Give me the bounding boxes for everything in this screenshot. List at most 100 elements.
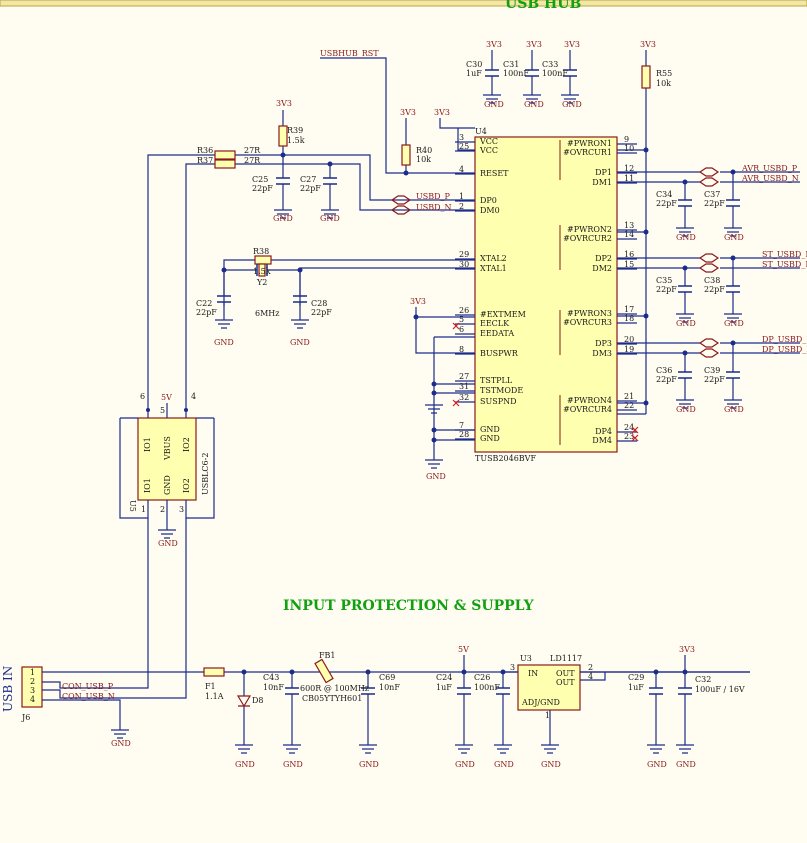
r36-ref: R36 [197, 146, 213, 155]
gnd-label: GND [484, 100, 504, 109]
net-dp-p: DP_USBD_P [762, 335, 807, 344]
pwr-3v3: 3V3 [400, 108, 416, 117]
u3-ref: U3 [520, 654, 532, 663]
u4-pin-number: 5 [459, 315, 464, 324]
c31-val: 100nF [503, 69, 529, 78]
u5-io1-top: IO1 [143, 437, 152, 452]
y2-ref: Y2 [256, 278, 267, 287]
pwr-3v3: 3V3 [410, 297, 426, 306]
c69-ref: C69 [379, 673, 395, 682]
u5-pin1: 1 [141, 505, 146, 514]
u4-pin-name: #EXTMEM [480, 310, 526, 319]
c39-val: 22pF [704, 375, 725, 384]
j6-pin-number: 4 [30, 695, 35, 704]
u4-pin-number: 30 [459, 260, 469, 269]
u4-pin-name: TSTPLL [480, 376, 513, 385]
u3-part: LD1117 [550, 654, 582, 663]
u4-pin-number: 23 [624, 432, 634, 441]
u4-pin-number: 8 [459, 345, 464, 354]
gnd-label: GND [214, 338, 234, 347]
r55-ref: R55 [656, 69, 672, 78]
c26-ref: C26 [474, 673, 490, 682]
u4-pin-number: 20 [624, 335, 634, 344]
u4-pin-number: 3 [459, 133, 464, 142]
r55-val: 10k [656, 79, 671, 88]
u4-pin-name: SUSPND [480, 397, 517, 406]
pwr-3v3: 3V3 [434, 108, 450, 117]
resistor-r55[interactable] [617, 50, 651, 415]
gnd-label: GND [158, 539, 178, 548]
gnd-label: GND [273, 214, 293, 223]
c25-ref: C25 [252, 175, 268, 184]
c22-val: 22pF [196, 308, 217, 317]
gnd-label: GND [724, 233, 744, 242]
u4-pin-name: DM2 [592, 264, 612, 273]
u4-pin-number: 27 [459, 372, 469, 381]
reset-circuit [320, 57, 475, 174]
u4-pin-number: 4 [459, 165, 464, 174]
c30-ref: C30 [466, 60, 482, 69]
net-avr-n: AVR_USBD_N [741, 174, 799, 183]
u5-io1-bot: IO1 [143, 478, 152, 493]
r36-val: 27R [244, 146, 261, 155]
u4-pin-name: EEDATA [480, 329, 514, 338]
r39-ref: R39 [287, 126, 303, 135]
gnd-label: GND [724, 319, 744, 328]
u5-vbus: VBUS [163, 436, 172, 461]
net-flag-usbd-n [390, 205, 412, 215]
connector-j6[interactable] [21, 666, 43, 708]
heading-input-protection: INPUT PROTECTION & SUPPLY [283, 598, 535, 614]
c26-val: 100nF [474, 683, 500, 692]
u5-pin4: 4 [191, 392, 196, 401]
pwr-3v3: 3V3 [276, 99, 292, 108]
u4-pin-number: 19 [624, 345, 634, 354]
c28-ref: C28 [311, 299, 327, 308]
u4-pin-number: 22 [624, 401, 634, 410]
u5-pin2: 2 [160, 505, 165, 514]
u4-pin-name: DP0 [480, 196, 497, 205]
pwr-3v3: 3V3 [640, 40, 656, 49]
net-usbd-p: USBD_P [416, 192, 451, 201]
c43-ref: C43 [263, 673, 279, 682]
r38-ref: R38 [253, 247, 269, 256]
u4-pin-name: BUSPWR [480, 349, 519, 358]
u4-pin-number: 21 [624, 392, 634, 401]
u4-pin-number: 18 [624, 314, 634, 323]
u5-gnd: GND [163, 475, 172, 495]
u4-pin-name: DM0 [480, 206, 500, 215]
downstream-port-3 [617, 338, 800, 409]
u3-pin1: 1 [545, 711, 550, 720]
fb1-part: CB05YTYH601 [302, 694, 362, 703]
u4-pin-number: 1 [459, 192, 464, 201]
u4-pin-number: 32 [459, 393, 469, 402]
u5-pin6: 6 [140, 392, 145, 401]
c69-val: 10nF [379, 683, 400, 692]
c34-val: 22pF [656, 199, 677, 208]
u5-part: USBLC6-2 [201, 453, 210, 495]
gnd-label: GND [494, 760, 514, 769]
u4-pin-number: 24 [624, 423, 634, 432]
c29-val: 1uF [628, 683, 644, 692]
config-straps [415, 307, 639, 469]
u4-pin-name: #PWRON3 [567, 309, 612, 318]
ic-u5-usblc6[interactable] [119, 403, 215, 539]
gnd-label: GND [647, 760, 667, 769]
c22-ref: C22 [196, 299, 212, 308]
ic-u4[interactable] [474, 136, 618, 453]
downstream-port-2 [617, 253, 800, 323]
gnd-label: GND [235, 760, 255, 769]
c30-val: 1uF [466, 69, 482, 78]
gnd-label: GND [455, 760, 475, 769]
j6-ref: J6 [21, 713, 30, 722]
usb-in-label: USB IN [1, 666, 15, 712]
net-st-p: ST_USBD_P [762, 250, 807, 259]
pwr-5v: 5V [161, 393, 172, 402]
u3-in: IN [528, 669, 538, 678]
u4-pin-name: #OVRCUR1 [563, 148, 612, 157]
regulator-u3[interactable] [503, 664, 750, 754]
u3-pin2: 2 [588, 663, 593, 672]
net-con-p: CON_USB_P [62, 682, 114, 691]
